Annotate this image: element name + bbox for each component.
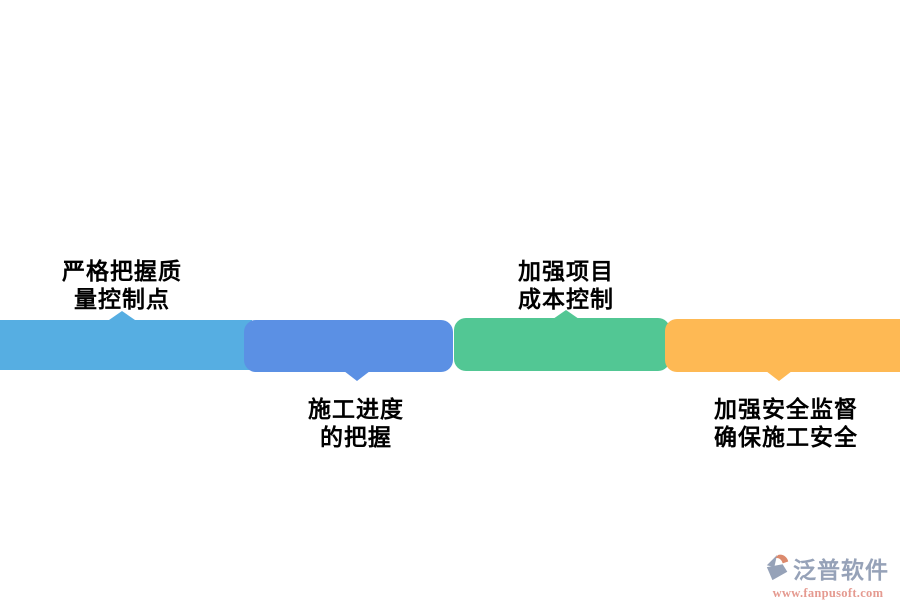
schedule-pointer-arrow: [344, 371, 370, 381]
cost-label-line1: 加强项目: [518, 258, 614, 284]
cost-bar-segment: [454, 318, 670, 371]
safety-bar-segment: [665, 319, 900, 372]
watermark: 泛普软件 www.fanpusoft.com: [765, 551, 891, 600]
cost-label: 加强项目 成本控制: [436, 257, 696, 313]
cost-label-line2: 成本控制: [518, 286, 614, 312]
schedule-label: 施工进度 的把握: [226, 395, 486, 451]
safety-label: 加强安全监督 确保施工安全: [656, 395, 900, 451]
watermark-row: 泛普软件: [765, 551, 891, 585]
quality-label-line2: 量控制点: [74, 286, 170, 312]
cost-pointer-arrow: [553, 310, 579, 319]
fanpu-logo-icon: [766, 554, 789, 581]
safety-pointer-arrow: [766, 371, 792, 381]
quality-label: 严格把握质 量控制点: [0, 257, 252, 313]
quality-label-line1: 严格把握质: [62, 258, 182, 284]
safety-label-line1: 加强安全监督: [714, 396, 858, 422]
schedule-label-line2: 的把握: [320, 424, 392, 450]
schedule-bar-segment: [244, 320, 453, 372]
quality-bar-segment: [0, 320, 252, 370]
watermark-url: www.fanpusoft.com: [772, 586, 884, 600]
quality-pointer-arrow: [109, 311, 135, 320]
safety-label-line2: 确保施工安全: [714, 424, 858, 450]
schedule-label-line1: 施工进度: [308, 396, 404, 422]
watermark-brand: 泛普软件: [793, 557, 889, 583]
